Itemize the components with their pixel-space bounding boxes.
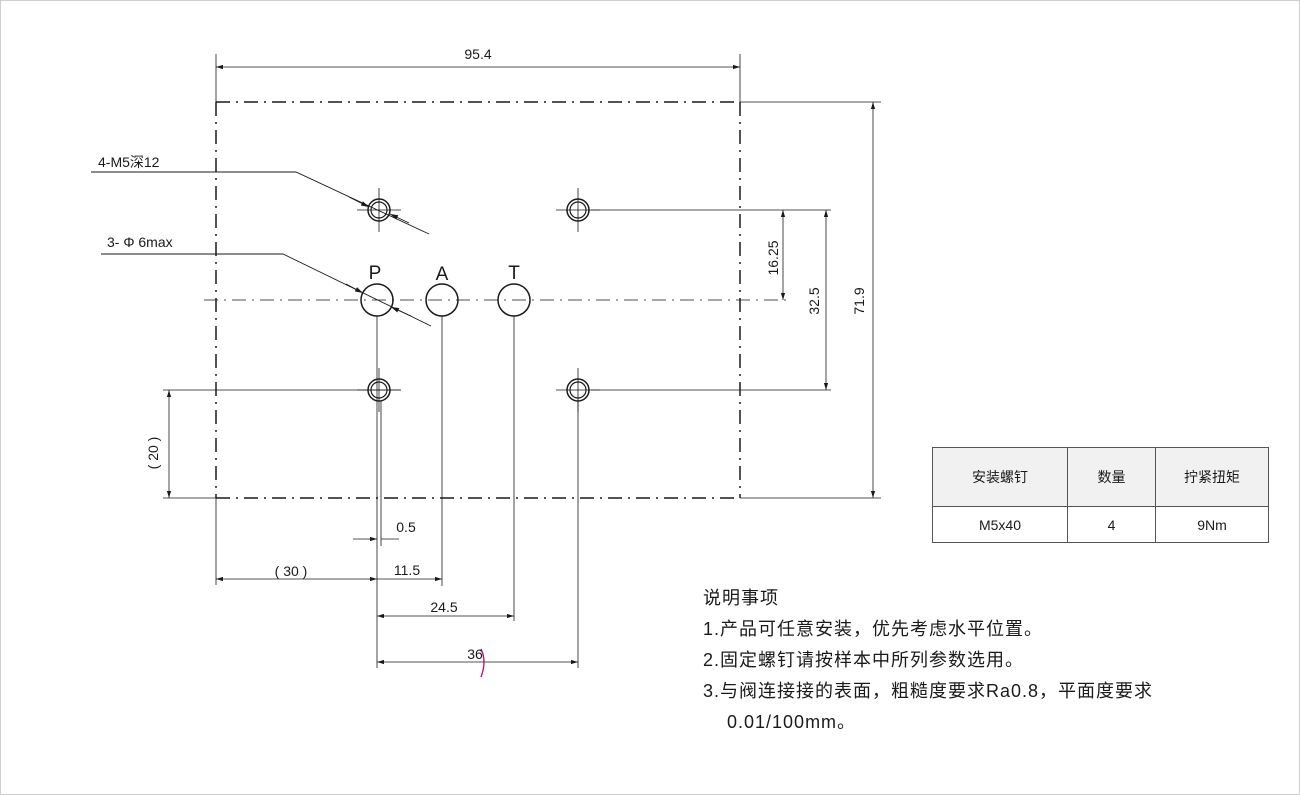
port-a-label: A — [436, 264, 449, 285]
label-port-t: 24.5 — [430, 599, 457, 615]
note-item-3: 3.与阀连接接的表面，粗糙度要求Ra0.8，平面度要求 — [703, 681, 1154, 701]
port-t-label: T — [508, 263, 520, 284]
table-header-torque: 拧紧扭矩 — [1155, 447, 1269, 507]
label-small-offset: 0.5 — [396, 519, 416, 535]
table-cell-screw: M5x40 — [932, 506, 1068, 543]
bolt-spec-table: 安装螺钉 数量 拧紧扭矩 M5x40 4 9Nm — [932, 447, 1269, 543]
callout-thread: 4-M5深12 — [98, 154, 160, 170]
label-half-spacing: 16.25 — [765, 240, 781, 275]
note-item-1: 1.产品可任意安装，优先考虑水平位置。 — [703, 619, 1044, 639]
table-cell-qty: 4 — [1067, 506, 1156, 543]
label-left-offset: ( 30 ) — [275, 563, 308, 579]
thread-callout-leader — [91, 171, 430, 235]
table-header-screw: 安装螺钉 — [932, 447, 1068, 507]
annotation-mark — [480, 648, 485, 678]
note-item-2: 2.固定螺钉请按样本中所列参数选用。 — [703, 650, 1025, 670]
notes-block: 说明事项 1.产品可任意安装，优先考虑水平位置。 2.固定螺钉请按样本中所列参数… — [703, 583, 1153, 738]
label-height: 71.9 — [851, 287, 867, 314]
label-hole-span: 36 — [467, 646, 483, 662]
bolt-hole-top-left — [357, 188, 401, 232]
label-width: 95.4 — [464, 46, 491, 62]
table-header-qty: 数量 — [1067, 447, 1156, 507]
port-p-label: P — [369, 263, 382, 284]
callout-port-dia: 3- Φ 6max — [107, 234, 173, 250]
table-cell-torque: 9Nm — [1155, 506, 1269, 543]
label-bottom-offset: ( 20 ) — [145, 437, 161, 470]
label-port-a: 11.5 — [394, 562, 420, 578]
notes-title: 说明事项 — [703, 588, 779, 608]
label-hole-spacing: 32.5 — [806, 287, 822, 314]
port-callout-leader — [101, 253, 432, 327]
note-item-3-continuation: 0.01/100mm。 — [727, 712, 857, 732]
